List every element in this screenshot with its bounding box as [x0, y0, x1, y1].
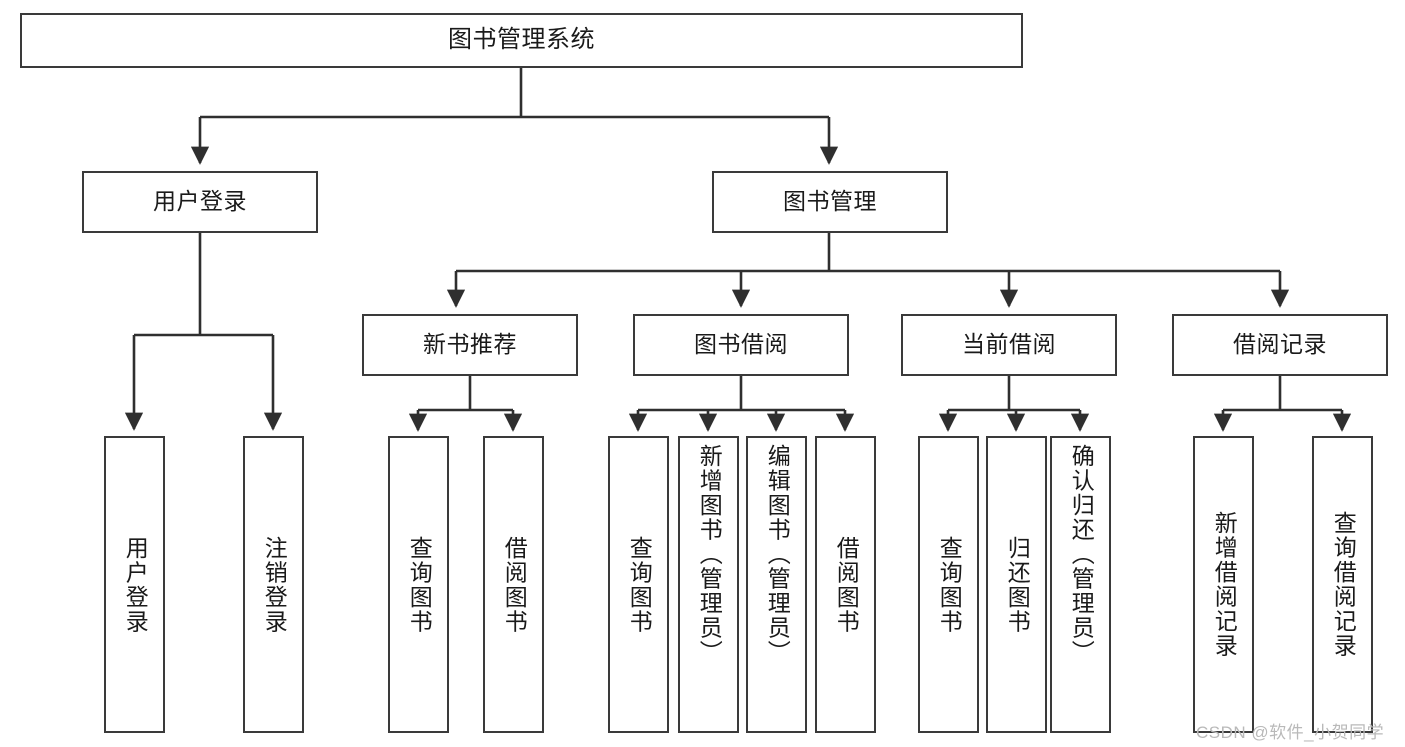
node-label: 借阅图书: [833, 535, 860, 634]
node-book-management[interactable]: 图书管理: [712, 171, 948, 233]
node-label: 新增借阅记录: [1211, 511, 1238, 658]
node-label: 图书管理: [783, 188, 877, 215]
node-label: 用户登录: [153, 188, 247, 215]
node-label: 借阅图书: [501, 535, 528, 634]
leaf-newbook-borrow-book[interactable]: 借阅图书: [483, 436, 544, 733]
node-label: 注销登录: [261, 535, 288, 634]
node-borrow-record[interactable]: 借阅记录: [1172, 314, 1388, 376]
leaf-current-query-book[interactable]: 查询图书: [918, 436, 979, 733]
node-book-borrow[interactable]: 图书借阅: [633, 314, 849, 376]
leaf-record-query-record[interactable]: 查询借阅记录: [1312, 436, 1373, 733]
node-current-borrow[interactable]: 当前借阅: [901, 314, 1117, 376]
leaf-current-return-book[interactable]: 归还图书: [986, 436, 1047, 733]
node-label: 编辑图书（管理员）: [764, 444, 791, 665]
leaf-current-confirm-return-admin[interactable]: 确认归还（管理员）: [1050, 436, 1111, 733]
leaf-newbook-query-book[interactable]: 查询图书: [388, 436, 449, 733]
leaf-record-add-record[interactable]: 新增借阅记录: [1193, 436, 1254, 733]
leaf-logout[interactable]: 注销登录: [243, 436, 304, 733]
node-label: 新书推荐: [423, 331, 517, 358]
leaf-borrow-query-book[interactable]: 查询图书: [608, 436, 669, 733]
csdn-watermark: CSDN @软件_小贺同学: [1196, 723, 1385, 742]
node-label: 图书借阅: [694, 331, 788, 358]
node-root-system[interactable]: 图书管理系统: [20, 13, 1023, 68]
leaf-borrow-borrow-book[interactable]: 借阅图书: [815, 436, 876, 733]
leaf-borrow-edit-book-admin[interactable]: 编辑图书（管理员）: [746, 436, 807, 733]
node-label: 当前借阅: [962, 331, 1056, 358]
leaf-borrow-add-book-admin[interactable]: 新增图书（管理员）: [678, 436, 739, 733]
node-new-book-recommend[interactable]: 新书推荐: [362, 314, 578, 376]
node-label: 查询图书: [936, 535, 963, 634]
node-label: 用户登录: [122, 535, 149, 634]
node-label: 借阅记录: [1233, 331, 1327, 358]
node-label: 归还图书: [1004, 535, 1031, 634]
node-label: 查询图书: [406, 535, 433, 634]
leaf-user-login[interactable]: 用户登录: [104, 436, 165, 733]
node-label: 查询借阅记录: [1330, 511, 1357, 658]
node-label: 图书管理系统: [448, 26, 595, 54]
node-label: 新增图书（管理员）: [696, 444, 723, 665]
node-label: 查询图书: [626, 535, 653, 634]
node-label: 确认归还（管理员）: [1068, 444, 1095, 665]
node-user-login[interactable]: 用户登录: [82, 171, 318, 233]
